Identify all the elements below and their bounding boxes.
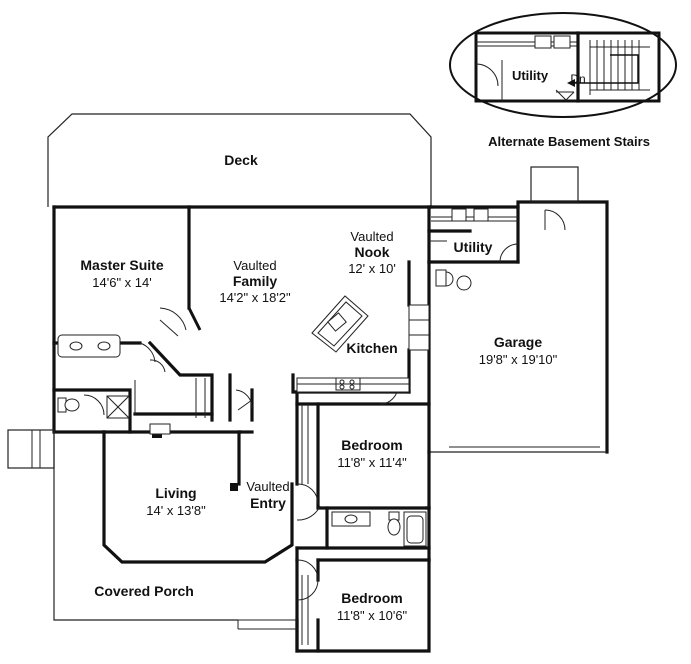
kitchen-label: Kitchen (346, 340, 397, 356)
nook-dim: 12' x 10' (348, 261, 396, 276)
utility-label: Utility (454, 239, 493, 255)
living-dim: 14' x 13'8" (146, 503, 206, 518)
room-labels: Deck Master Suite 14'6" x 14' Vaulted Fa… (80, 152, 557, 623)
entry-vaulted: Vaulted (246, 479, 289, 494)
entry-label: Entry (250, 495, 286, 511)
closet (134, 378, 206, 435)
inset-utility-label: Utility (512, 68, 549, 83)
bedroom-1-dim: 11'8" x 11'4" (337, 455, 407, 470)
family-vaulted: Vaulted (233, 258, 276, 273)
living-room-walls (7, 429, 297, 630)
garage-label: Garage (494, 334, 542, 350)
hall-bath-fixtures (331, 511, 427, 547)
deck (47, 113, 432, 207)
family-label: Family (233, 273, 278, 289)
porch-columns (152, 428, 238, 491)
alternate-stairs-inset: Utility Dn (449, 12, 677, 118)
master-door (139, 307, 202, 373)
utility-fixtures (429, 208, 519, 291)
interior-walls (52, 205, 520, 653)
kitchen-fixtures (296, 295, 430, 393)
master-suite-dim: 14'6" x 14' (92, 275, 151, 290)
inset-down-label: Dn (570, 72, 585, 86)
bedroom-2-dim: 11'8" x 10'6" (337, 608, 408, 623)
bedroom-2-label: Bedroom (341, 590, 402, 606)
nook-vaulted: Vaulted (350, 229, 393, 244)
nook-label: Nook (355, 244, 390, 260)
master-bath-fixtures (57, 334, 130, 419)
alternate-stairs-title: Alternate Basement Stairs (488, 134, 650, 149)
family-dim: 14'2" x 18'2" (219, 290, 291, 305)
living-label: Living (155, 485, 196, 501)
covered-porch-label: Covered Porch (94, 583, 194, 599)
garage-dim: 19'8" x 19'10" (479, 352, 558, 367)
deck-label: Deck (224, 152, 258, 168)
master-suite-label: Master Suite (80, 257, 163, 273)
garage-side-entry (530, 166, 579, 231)
bedroom-1-label: Bedroom (341, 437, 402, 453)
